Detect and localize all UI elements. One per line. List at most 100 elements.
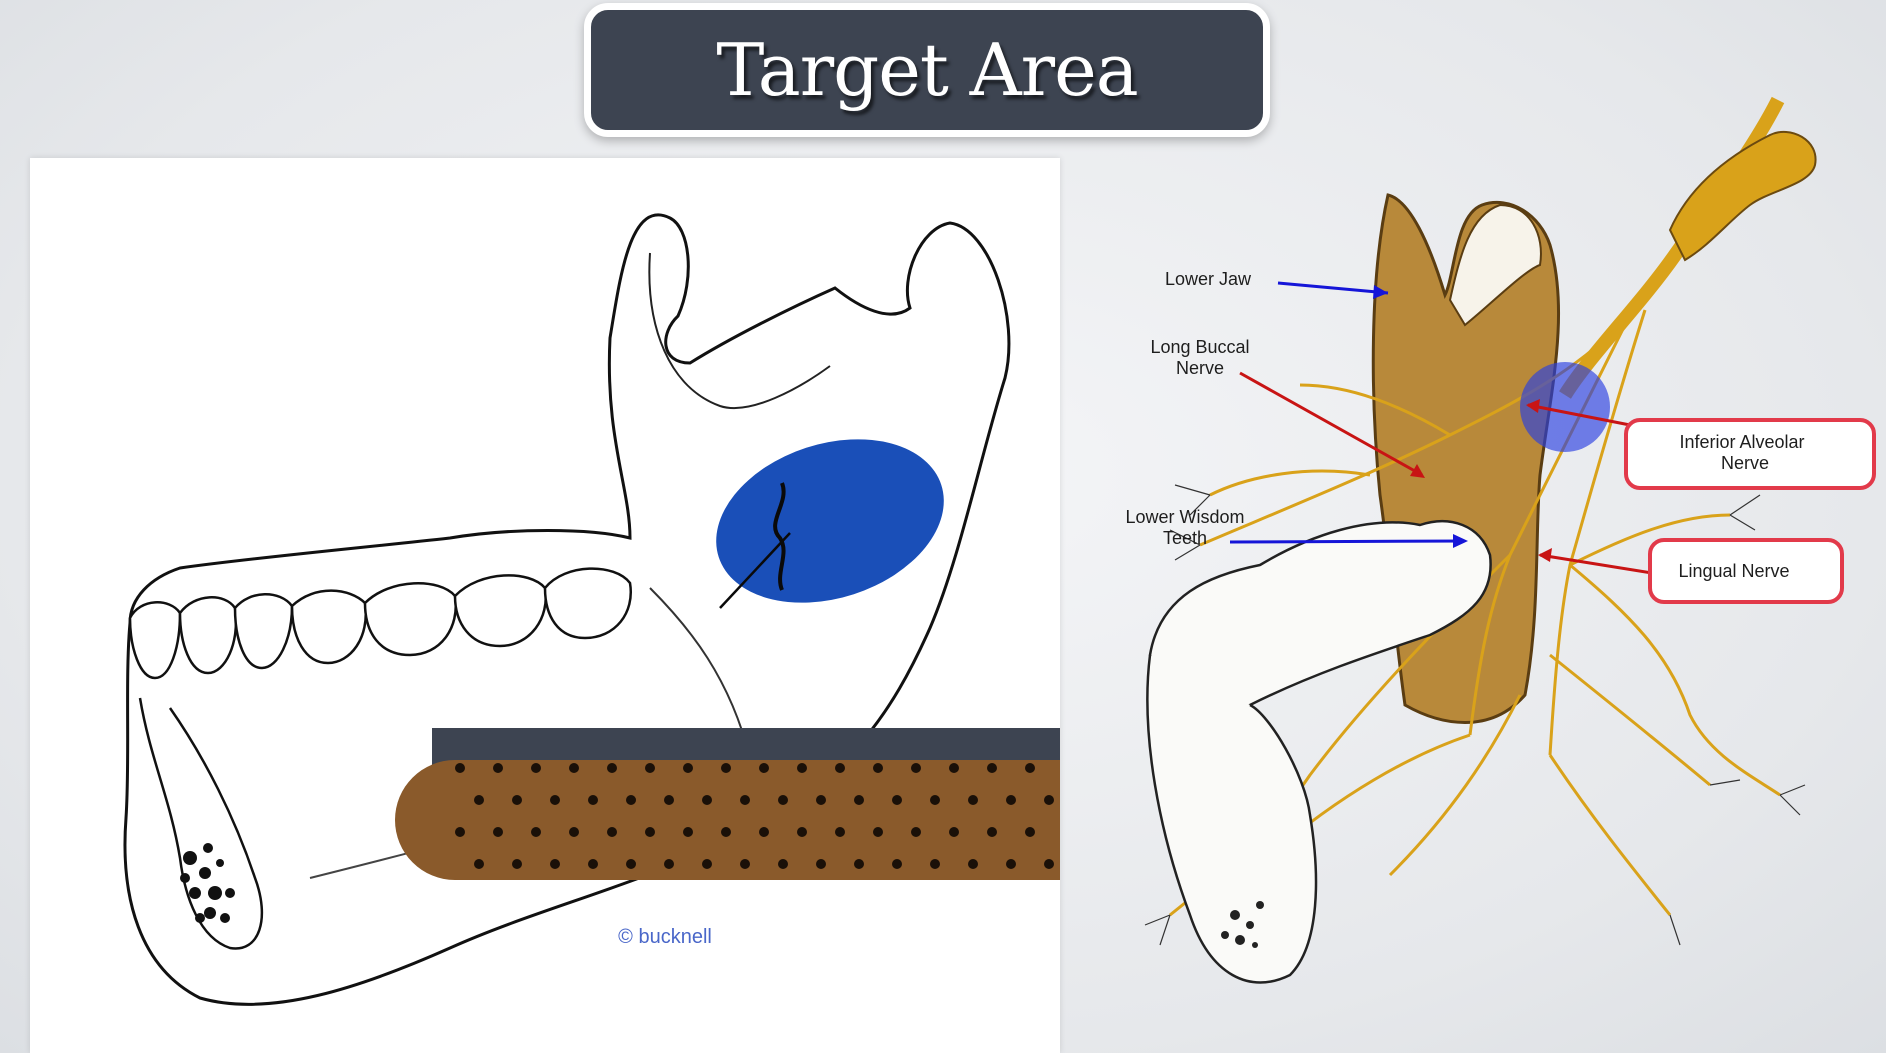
label-long-buccal-1: Long Buccal xyxy=(1150,337,1249,357)
bandage-dot xyxy=(474,859,484,869)
bandage-overlay xyxy=(395,728,1060,880)
tooth xyxy=(543,567,633,640)
bandage-dot xyxy=(455,827,465,837)
bandage-dot xyxy=(550,795,560,805)
bandage-dot xyxy=(569,763,579,773)
bandage-dot xyxy=(1025,763,1035,773)
callout-lingual xyxy=(1648,538,1844,604)
bandage-dot xyxy=(626,795,636,805)
bandage-dot xyxy=(683,827,693,837)
teeth-row xyxy=(128,567,633,680)
bandage-dot xyxy=(512,859,522,869)
bandage-dot xyxy=(1006,859,1016,869)
bandage-dot xyxy=(816,795,826,805)
fine-branches xyxy=(1144,484,1806,946)
bandage-dot xyxy=(588,859,598,869)
bandage-dot xyxy=(512,795,522,805)
bandage-dot xyxy=(1044,859,1054,869)
bandage-dot xyxy=(930,795,940,805)
bandage-dot xyxy=(493,827,503,837)
mandible-drawing: © bucknell xyxy=(123,213,1060,1006)
bandage-dot xyxy=(740,859,750,869)
bandage-dot xyxy=(778,795,788,805)
bandage-dot xyxy=(683,763,693,773)
bandage-dot xyxy=(702,859,712,869)
bandage-dot xyxy=(607,763,617,773)
trabecular-bone xyxy=(180,843,235,923)
bandage-dot xyxy=(645,763,655,773)
needle-line xyxy=(719,532,791,609)
bandage-dot xyxy=(531,827,541,837)
bandage-dot xyxy=(930,859,940,869)
bandage-dot xyxy=(1044,795,1054,805)
label-arrows xyxy=(1229,281,1653,575)
arrowhead xyxy=(1526,399,1540,413)
bandage-dot xyxy=(873,827,883,837)
title-box: Target Area xyxy=(584,3,1270,137)
bandage-dot xyxy=(1025,827,1035,837)
symphysis-outline xyxy=(138,697,264,950)
bandage-dot xyxy=(911,763,921,773)
nerve-anatomy-drawing: Lower Jaw Long Buccal Nerve Lower Wisdom… xyxy=(1125,96,1876,984)
mandible-outline xyxy=(123,213,1011,1006)
label-lingual: Lingual Nerve xyxy=(1678,561,1789,581)
arrow-wisdom xyxy=(1229,539,1466,544)
bandage-dot xyxy=(1006,795,1016,805)
label-wisdom-1: Lower Wisdom xyxy=(1125,507,1244,527)
bandage-dot xyxy=(987,763,997,773)
ramus-inner-line xyxy=(648,252,831,410)
coronoid-white xyxy=(1448,203,1542,327)
bandage-dot xyxy=(949,763,959,773)
bandage-dot xyxy=(759,827,769,837)
label-inferior-2: Nerve xyxy=(1721,453,1769,473)
bandage-dot xyxy=(797,827,807,837)
label-long-buccal-2: Nerve xyxy=(1176,358,1224,378)
bandage-dot xyxy=(645,827,655,837)
bandage-dot xyxy=(626,859,636,869)
bandage-dot xyxy=(835,827,845,837)
bandage-pad xyxy=(395,760,1060,880)
tooth xyxy=(290,589,368,665)
bandage-dot xyxy=(968,859,978,869)
bandage-dot xyxy=(778,859,788,869)
bandage-dot xyxy=(854,795,864,805)
lingula-mark xyxy=(773,482,786,591)
label-wisdom-2: Teeth xyxy=(1163,528,1207,548)
bandage-dot xyxy=(873,763,883,773)
arrow-long-buccal xyxy=(1239,371,1423,477)
bandage-dot xyxy=(588,795,598,805)
bandage-dot xyxy=(664,795,674,805)
bandage-dot xyxy=(664,859,674,869)
bandage-dot xyxy=(854,859,864,869)
bandage-dot xyxy=(550,859,560,869)
arrow-lower-jaw xyxy=(1277,281,1389,295)
bandage-dot xyxy=(721,763,731,773)
tooth xyxy=(453,574,548,648)
target-area-highlight xyxy=(1520,362,1610,452)
bandage-dot xyxy=(968,795,978,805)
bandage-dot xyxy=(531,763,541,773)
skull-base-bone xyxy=(1668,130,1817,262)
arrowhead xyxy=(1410,464,1425,478)
bandage-dot xyxy=(949,827,959,837)
bandage-dot xyxy=(569,827,579,837)
bandage-dot xyxy=(797,763,807,773)
slide-title: Target Area xyxy=(716,28,1138,112)
tooth xyxy=(363,582,458,657)
bandage-dots xyxy=(455,763,1054,869)
bandage-dot xyxy=(911,827,921,837)
tooth xyxy=(233,593,294,670)
arrowhead xyxy=(1453,534,1468,548)
bandage-dot xyxy=(835,763,845,773)
bandage-dot xyxy=(816,859,826,869)
callout-inferior-alveolar xyxy=(1624,418,1876,490)
target-area-highlight xyxy=(716,439,944,603)
bandage-dot xyxy=(892,795,902,805)
right-nerve-figure: Lower Jaw Long Buccal Nerve Lower Wisdom… xyxy=(1070,95,1886,1053)
bandage-dot xyxy=(702,795,712,805)
bandage-dot xyxy=(892,859,902,869)
tooth xyxy=(178,596,238,675)
left-mandible-figure: © bucknell xyxy=(30,158,1060,1053)
mandible-body xyxy=(1146,654,1318,984)
bandage-dot xyxy=(474,795,484,805)
